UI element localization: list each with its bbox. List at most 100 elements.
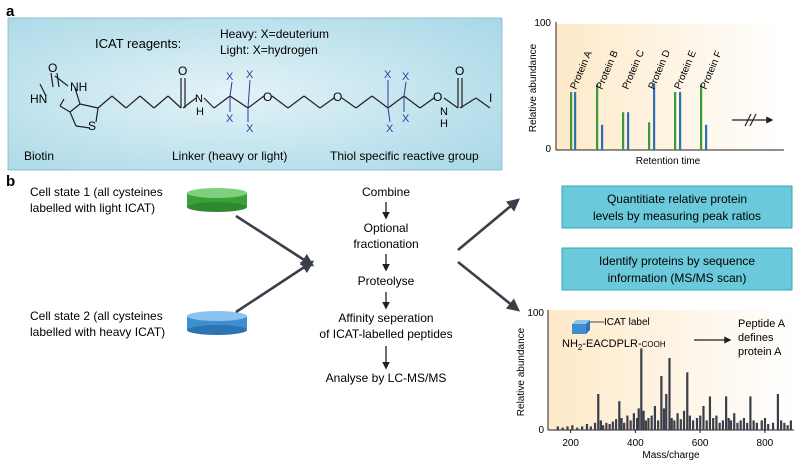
mass-peak [660,376,663,430]
mass-peak [623,422,626,430]
mass-peak [725,396,728,430]
step-optional-line-2: fractionation [353,237,418,251]
step-proteolyse: Proteolyse [358,274,415,288]
x-atom: X [384,69,392,81]
mass-x-tick-label: 200 [562,438,579,449]
mass-peak [715,415,718,430]
mass-x-label: Mass/charge [642,450,700,461]
retention-bar [674,92,677,150]
mass-peak [702,406,705,430]
mass-peak [760,420,763,430]
amide-h-atom-1: H [196,106,204,118]
mass-peak [629,420,632,430]
mass-peak [742,418,746,430]
retention-y-label: Relative abundance [528,43,539,132]
linker-structure [180,78,491,109]
amide-n-atom-2: N [440,106,448,118]
workflow-arrows [235,198,521,314]
mass-y-label: Relative abundance [516,327,527,416]
mass-peak [647,418,650,430]
mass-peak [786,425,789,430]
panel-b-label: b [6,173,15,190]
mass-peak [670,418,673,430]
biotin-o-atom: O [48,61,57,75]
step-combine: Combine [362,185,410,199]
heavy-disk [187,311,247,335]
mass-peak [733,413,736,430]
mass-peak [718,422,721,430]
retention-bar [574,92,577,150]
mass-peak [566,426,569,430]
mass-peak [665,394,668,430]
mass-peak [763,418,767,430]
mass-peak [721,420,724,430]
identify-line-2: information (MS/MS scan) [608,271,747,285]
mass-peak [571,425,574,430]
peptide-note-line-2: defines [738,332,774,344]
mass-peak [599,420,602,430]
mass-peak [556,426,559,430]
mass-peak [746,422,749,430]
light-disk [187,188,247,212]
amide-n-atom-1: N [195,93,203,105]
amide-o-atom-1: O [178,64,187,78]
step-affinity-line-1: Affinity seperation [338,311,433,325]
thiol-caption: Thiol specific reactive group [330,149,479,163]
mass-peak [561,427,564,430]
mass-peak [695,418,699,430]
retention-y-tick-top: 100 [534,18,551,29]
biotin-nh-atom: NH [70,80,87,94]
mass-peak [771,422,775,430]
mass-peak [620,418,623,430]
iodine-atom: I [489,91,492,105]
mass-peak [611,421,614,430]
mass-peak [789,420,792,430]
biotin-structure [39,72,182,129]
peptide-note-line-1: Peptide A [738,318,786,330]
heavy-label: Heavy: X=deuterium [220,27,329,41]
mass-peak [593,422,597,430]
light-label: Light: X=hydrogen [220,43,318,57]
reagent-panel-background [7,17,503,171]
mass-peak [755,422,758,430]
mass-peak [614,419,618,430]
mass-peak [699,415,702,430]
quantitate-box: Quantitiate relative protein levels by m… [561,185,793,229]
mass-peak [673,420,676,430]
mass-peak [668,358,671,430]
mass-peak [636,418,639,430]
step-analyse: Analyse by LC-MS/MS [326,371,447,385]
mass-peak [662,408,666,430]
mass-x-tick-label: 600 [692,438,709,449]
mass-peaks [556,348,792,430]
retention-bar [596,84,599,150]
x-atom: X [246,69,254,81]
peptide-note-line-3: protein A [738,346,782,358]
step-affinity-line-2: of ICAT-labelled peptides [319,327,452,341]
peptide-suffix: COOH [642,340,666,349]
mass-peak [767,424,770,430]
mass-peak [776,394,780,430]
mass-peak [589,426,592,430]
identify-box: Identify proteins by sequence informatio… [561,247,793,291]
mass-peak [688,415,691,430]
mass-peak [602,425,605,430]
mass-y-tick-bottom: 0 [538,425,544,436]
biotin-caption: Biotin [24,149,54,163]
isotope-x-atoms: X X X X X X X X [226,69,410,135]
mass-peak [729,420,733,430]
biotin-hn-atom: HN [30,92,47,106]
mass-peak [657,420,660,430]
peptide-sequence: -EACDPLR- [582,338,642,350]
mass-peak [605,422,608,430]
mass-peak [644,420,647,430]
retention-bar [700,84,703,150]
mass-peak [626,415,629,430]
retention-bar [601,124,604,150]
peptide-subscript: 2 [578,343,583,352]
axis-break-arrow [732,113,774,127]
x-atom: X [402,113,410,125]
mass-peak [752,420,755,430]
